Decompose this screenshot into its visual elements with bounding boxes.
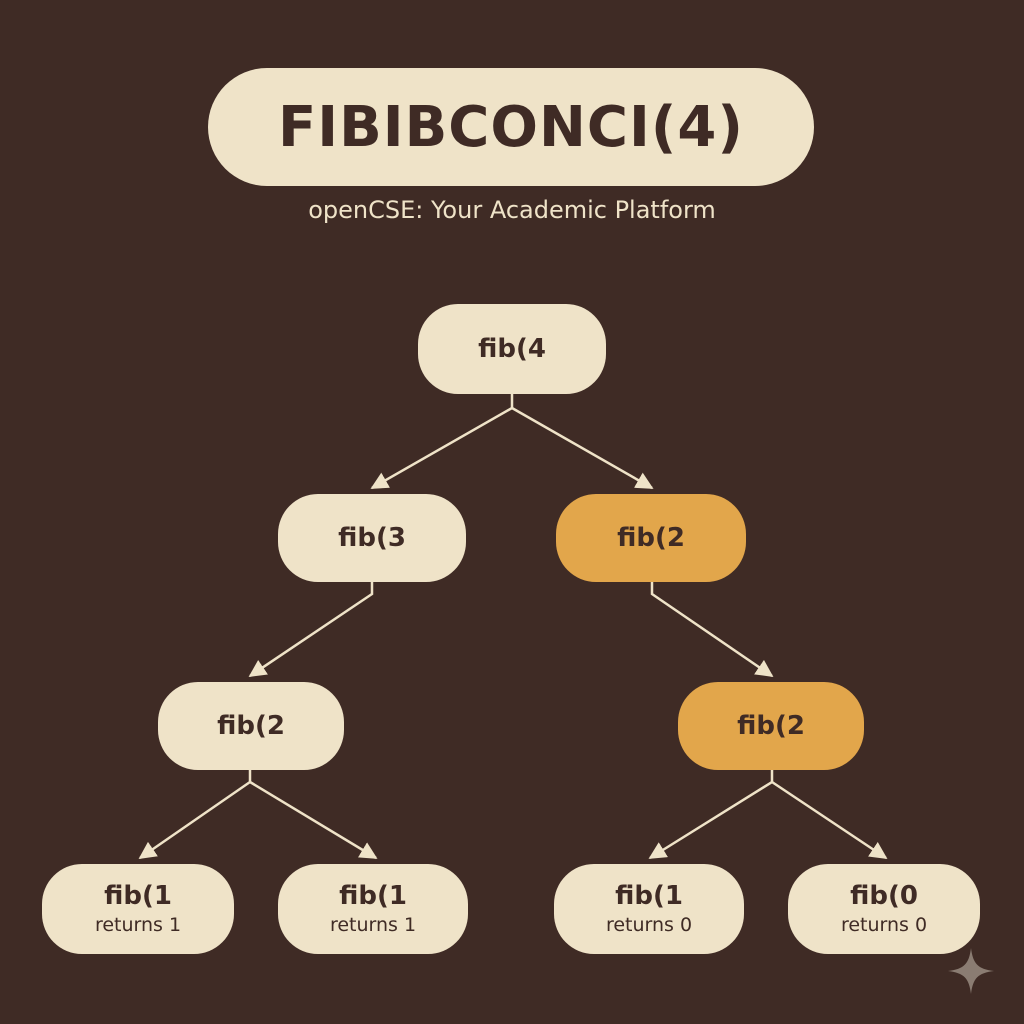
node-label: fib(4 bbox=[478, 334, 546, 364]
node-label: fib(2 bbox=[617, 523, 685, 553]
node-label: fib(3 bbox=[338, 523, 406, 553]
node-label: fib(0 bbox=[850, 881, 918, 911]
tree-node-fib2-lower-right: fib(2 bbox=[678, 682, 864, 770]
edge-fib2-lower-to-leaf4 bbox=[771, 780, 888, 860]
node-return-value: returns 1 bbox=[329, 914, 417, 936]
title-banner: FIBIBCONCI(4) bbox=[208, 68, 814, 186]
edge-fib3-to-fib2-left bbox=[248, 582, 374, 678]
tree-node-fib3: fib(3 bbox=[278, 494, 466, 582]
node-label: fib(1 bbox=[615, 881, 683, 911]
edge-fib2-left-to-leaf2 bbox=[249, 780, 378, 860]
tree-leaf-3: fib(1 returns 0 bbox=[554, 864, 744, 954]
node-return-value: returns 0 bbox=[840, 914, 928, 936]
sparkle-icon bbox=[948, 948, 994, 994]
node-return-value: returns 1 bbox=[94, 914, 182, 936]
node-label: fib(2 bbox=[737, 711, 805, 741]
node-label: fib(1 bbox=[339, 881, 407, 911]
tree-leaf-1: fib(1 returns 1 bbox=[42, 864, 234, 954]
tree-leaf-2: fib(1 returns 1 bbox=[278, 864, 468, 954]
edge-fib2-right-to-fib2-lower bbox=[650, 582, 774, 678]
node-return-value: returns 0 bbox=[605, 914, 693, 936]
page-subtitle: openCSE: Your Academic Platform bbox=[308, 196, 716, 224]
node-label: fib(1 bbox=[104, 881, 172, 911]
edge-fib2-lower-to-leaf3 bbox=[648, 770, 774, 860]
page-title: FIBIBCONCI(4) bbox=[278, 94, 744, 160]
tree-leaf-4: fib(0 returns 0 bbox=[788, 864, 980, 954]
edge-root-to-fib2-right bbox=[511, 406, 654, 490]
edge-fib2-left-to-leaf1 bbox=[138, 770, 252, 860]
tree-node-fib2-left: fib(2 bbox=[158, 682, 344, 770]
tree-node-fib4: fib(4 bbox=[418, 304, 606, 394]
edge-root-to-fib3 bbox=[370, 394, 514, 490]
tree-node-fib2-right: fib(2 bbox=[556, 494, 746, 582]
node-label: fib(2 bbox=[217, 711, 285, 741]
